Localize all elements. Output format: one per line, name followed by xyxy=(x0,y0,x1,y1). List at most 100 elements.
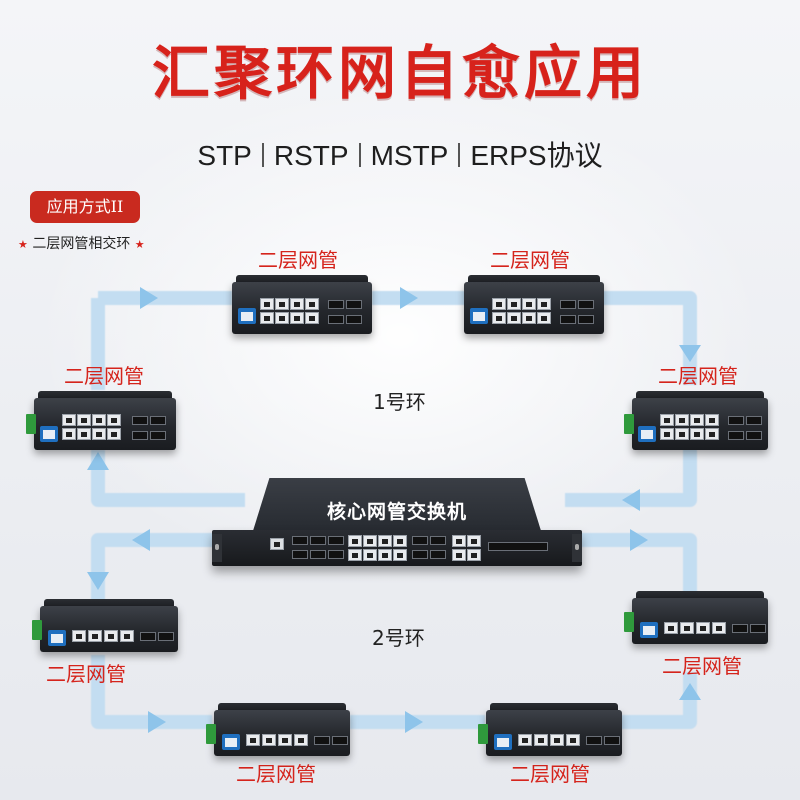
rj45-port xyxy=(537,312,551,324)
device-label: 二层网管 xyxy=(258,248,338,272)
console-port-icon xyxy=(238,308,256,324)
rj45-port xyxy=(518,734,532,746)
arrow-r2-left-down xyxy=(87,572,109,590)
console-port-icon xyxy=(494,734,512,750)
rj45-port xyxy=(534,734,548,746)
rj45-port xyxy=(92,414,106,426)
sfp-port xyxy=(430,536,446,545)
rj45-port xyxy=(107,414,121,426)
rj45-port xyxy=(467,549,481,561)
arrow-r1-top-left xyxy=(140,287,158,309)
page-title: 汇聚环网自愈应用 xyxy=(151,39,648,107)
rj45-port xyxy=(348,549,362,561)
core-switch-top xyxy=(252,478,542,534)
arrow-r2-top-left xyxy=(132,529,150,551)
rj45-port xyxy=(393,549,407,561)
rj45-port xyxy=(275,312,289,324)
protocol-rstp: RSTP xyxy=(273,140,349,171)
arrow-r1-left-up xyxy=(87,452,109,470)
ring-1-label: 1号环 xyxy=(373,390,426,414)
terminal-block-icon xyxy=(624,414,634,434)
sfp-port xyxy=(412,536,428,545)
rj45-port xyxy=(77,414,91,426)
console-port-icon xyxy=(638,426,656,442)
console-port-icon xyxy=(640,622,658,638)
rj45-port xyxy=(246,734,260,746)
switch-chassis-top xyxy=(490,703,618,712)
sfp-port xyxy=(732,624,748,633)
rj45-port xyxy=(107,428,121,440)
sfp-port xyxy=(560,315,576,324)
mode-description-text: 二层网管相交环 xyxy=(32,236,131,252)
rj45-port xyxy=(507,298,521,310)
rj45-port xyxy=(260,298,274,310)
ring2-switch-left xyxy=(32,599,178,652)
rj45-port xyxy=(696,622,710,634)
rj45-port xyxy=(378,549,392,561)
protocol-stp: STP xyxy=(197,140,252,171)
rj45-port xyxy=(660,428,674,440)
core-switch-label: 核心网管交换机 xyxy=(326,501,467,523)
sfp-port xyxy=(132,416,148,425)
rj45-port xyxy=(712,622,726,634)
rj45-port xyxy=(62,414,76,426)
rj45-port xyxy=(77,428,91,440)
rj45-port xyxy=(348,535,362,547)
sfp-port xyxy=(578,315,594,324)
core-switch: 核心网管交换机 xyxy=(212,478,582,568)
rj45-port xyxy=(305,298,319,310)
sfp-port xyxy=(578,300,594,309)
rj45-port xyxy=(378,535,392,547)
sfp-port xyxy=(560,300,576,309)
sfp-port xyxy=(604,736,620,745)
arrow-r2-top-right xyxy=(630,529,648,551)
ring2-switch-bottom-left xyxy=(206,703,350,756)
console-port-icon xyxy=(270,538,284,550)
rj45-port xyxy=(467,535,481,547)
device-label: 二层网管 xyxy=(46,662,126,686)
arrow-r2-bottom-mid xyxy=(405,711,423,733)
switch-chassis-top xyxy=(44,599,174,608)
switch-chassis-top xyxy=(636,391,764,400)
sfp-port xyxy=(346,300,362,309)
flow-arrows xyxy=(87,287,701,733)
sfp-port xyxy=(430,550,446,559)
rj45-port xyxy=(260,312,274,324)
console-port-icon xyxy=(48,630,66,646)
rj45-port xyxy=(294,734,308,746)
rj45-port xyxy=(705,414,719,426)
rack-ear xyxy=(212,534,222,562)
arrow-r2-bottom-left xyxy=(148,711,166,733)
console-port-icon xyxy=(40,426,58,442)
rj45-port xyxy=(550,734,564,746)
console-port-icon xyxy=(222,734,240,750)
rj45-port xyxy=(72,630,86,642)
protocol-divider xyxy=(358,143,361,167)
sfp-port xyxy=(310,550,326,559)
sfp-port xyxy=(150,416,166,425)
rj45-port xyxy=(492,312,506,324)
sfp-port xyxy=(746,431,762,440)
protocol-mstp: MSTP xyxy=(370,140,449,171)
rj45-port xyxy=(393,535,407,547)
rj45-port xyxy=(690,428,704,440)
rj45-port xyxy=(522,298,536,310)
rj45-port xyxy=(305,312,319,324)
console-port-icon xyxy=(470,308,488,324)
ring2-switch-bottom-right xyxy=(478,703,622,756)
ring1-switch-right xyxy=(624,391,768,450)
rj45-port xyxy=(522,312,536,324)
sfp-port xyxy=(328,300,344,309)
rj45-port xyxy=(675,414,689,426)
switch-chassis-top xyxy=(236,275,368,284)
arrow-r1-right-down xyxy=(679,345,701,362)
ring-2-label: 2号环 xyxy=(372,626,425,650)
device-label: 二层网管 xyxy=(64,364,144,388)
rj45-port xyxy=(566,734,580,746)
mode-description: ★ 二层网管相交环 ★ xyxy=(18,233,145,253)
sfp-port xyxy=(728,416,744,425)
device-label: 二层网管 xyxy=(662,654,742,678)
ring1-switch-left xyxy=(26,391,176,450)
arrow-r1-bottom xyxy=(622,489,640,511)
